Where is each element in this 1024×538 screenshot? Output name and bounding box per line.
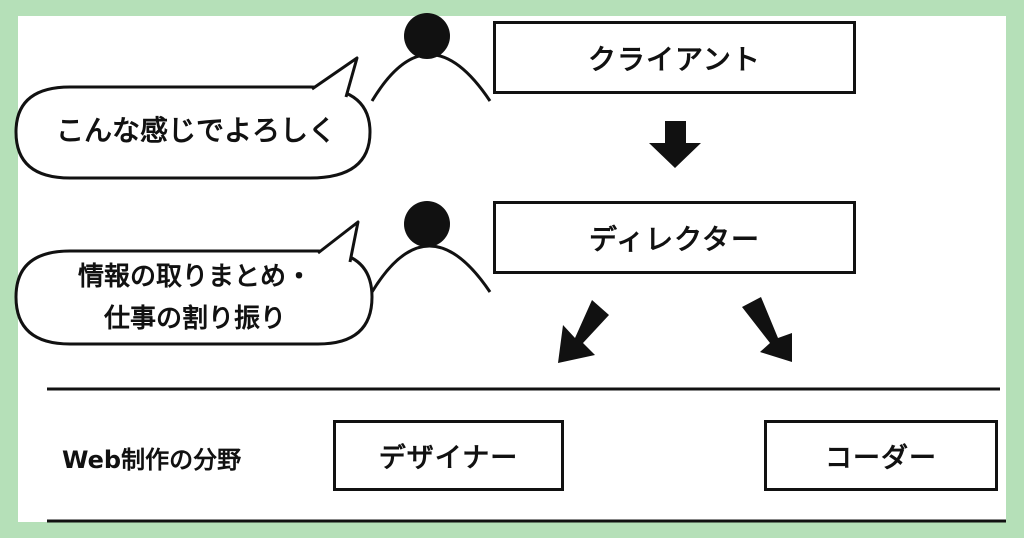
coder-label: コーダー (825, 443, 937, 474)
client-bubble-tail (311, 56, 359, 98)
director-box: ディレクター (493, 201, 856, 274)
section-label: Web制作の分野 (62, 446, 242, 474)
director-speech-bubble (14, 249, 374, 346)
arrow-down-icon (649, 121, 701, 168)
client-box: クライアント (493, 21, 856, 94)
designer-box: デザイナー (333, 420, 564, 491)
client-speech-text: こんな感じでよろしく (55, 114, 336, 147)
director-speech-line-2: 仕事の割り振り (103, 304, 286, 334)
director-label: ディレクター (589, 222, 760, 256)
client-person-icon (370, 13, 492, 102)
coder-box: コーダー (764, 420, 998, 491)
client-speech-bubble (14, 85, 372, 180)
director-person-icon (370, 201, 492, 293)
arrow-down-right-icon (742, 297, 792, 362)
director-speech-line-1: 情報の取りまとめ・ (77, 262, 312, 292)
designer-label: デザイナー (378, 443, 519, 474)
director-bubble-tail (317, 220, 360, 263)
client-label: クライアント (588, 42, 761, 76)
arrow-down-left-icon (558, 300, 609, 363)
